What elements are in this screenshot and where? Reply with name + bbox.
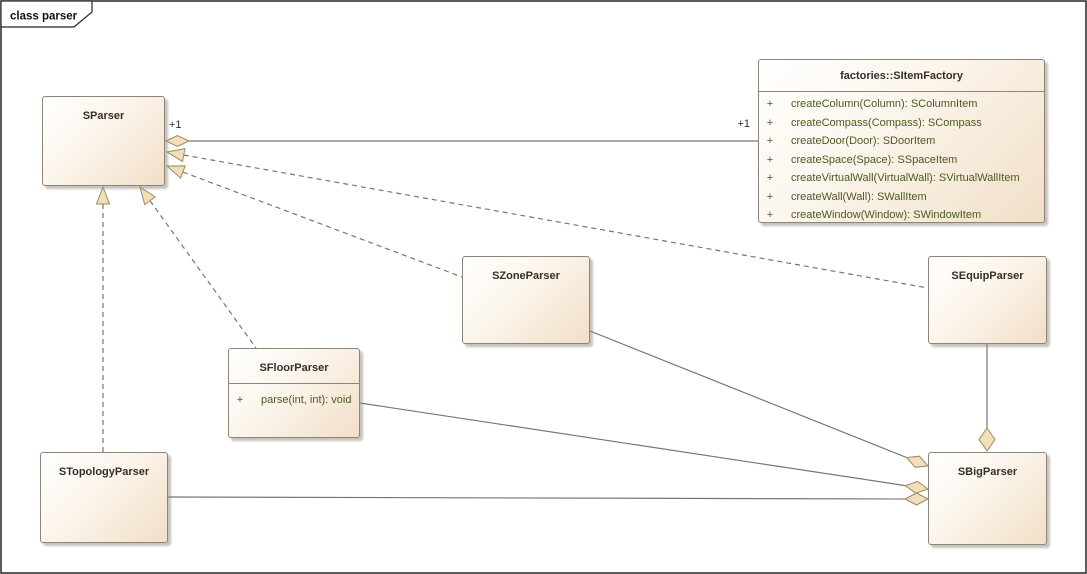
connector-aggregation-sequipparser-sbigparser[interactable] [978,344,996,452]
method-signature: createVirtualWall(VirtualWall): SVirtual… [791,172,1020,184]
class-sparser[interactable]: SParser [42,96,165,186]
compartment-separator [759,91,1044,92]
realization-arrowhead [95,185,111,205]
connector-realization-sequipparser-sparser[interactable] [165,147,929,289]
compartment-separator [229,383,359,384]
connector-aggregation-szoneparser-sbigparser[interactable] [589,330,930,468]
method-visibility: + [766,209,774,221]
aggregation-diamond [164,134,191,148]
method-row: + createSpace(Space): SSpaceItem [759,151,1044,170]
class-title: SEquipParser [951,270,1024,282]
connector-line [589,330,907,459]
class-title: STopologyParser [58,466,150,478]
aggregation-diamond [904,480,930,494]
class-sitemfactory[interactable]: factories::SItemFactory + createColumn(Co… [758,59,1045,223]
class-szoneparser[interactable]: SZoneParser [462,256,590,344]
connector-realization-szoneparser-sparser[interactable] [165,165,463,278]
diagram-frame-tab [0,0,93,28]
method-visibility: + [766,190,774,203]
method-visibility: + [766,153,774,166]
method-visibility: + [766,135,774,147]
aggregation-diamond [905,455,930,468]
method-visibility: + [766,172,774,184]
connector-line [359,402,906,487]
class-sbigparser[interactable]: SBigParser [928,452,1047,545]
method-signature: createSpace(Space): SSpaceItem [791,153,958,166]
realization-arrowhead [165,147,186,163]
realization-arrowhead [165,165,186,179]
class-sfloorparser[interactable]: SFloorParser + parse(int, int): void [228,348,360,438]
method-signature: createWall(Wall): SWallItem [791,190,927,203]
method-row: + createWall(Wall): SWallItem [759,188,1044,207]
connector-line [182,171,463,278]
class-title: SZoneParser [492,270,560,282]
class-title: SBigParser [957,466,1018,478]
method-visibility: + [766,98,774,110]
aggregation-diamond [978,427,996,452]
class-stopologyparser[interactable]: STopologyParser [40,452,168,543]
connector-aggregation-stopologyparser-sbigparser[interactable] [167,492,930,506]
source-multiplicity-label: +1 [169,119,182,131]
class-title: SFloorParser [259,362,329,374]
connector-aggregation-sparser-sitemfactory[interactable]: +1 +1 [164,118,758,148]
method-row: + createDoor(Door): SDoorItem [759,132,1044,151]
connector-aggregation-sfloorparser-sbigparser[interactable] [359,402,930,494]
method-signature: createDoor(Door): SDoorItem [791,135,936,147]
method-signature: parse(int, int): void [261,394,352,406]
target-multiplicity-label: +1 [737,118,750,130]
connector-line [167,496,906,500]
diagram-frame-label: class parser [10,11,78,23]
aggregation-diamond [903,492,930,506]
method-row: + parse(int, int): void [229,387,359,413]
method-row: + createVirtualWall(VirtualWall): SVirtua… [759,169,1044,188]
connector-realization-sfloorparser-sparser[interactable] [139,185,257,349]
connector-line [149,200,257,349]
class-title: SParser [82,110,125,122]
method-row: + createCompass(Compass): SCompass [759,114,1044,133]
method-visibility: + [236,394,244,406]
method-visibility: + [766,116,774,129]
realization-arrowhead [139,185,157,206]
class-sequipparser[interactable]: SEquipParser [928,256,1047,344]
method-row: + createColumn(Column): SColumnItem [759,95,1044,114]
methods-compartment: + createColumn(Column): SColumnItem + crea… [759,92,1044,225]
methods-compartment: + parse(int, int): void [229,384,359,413]
connector-realization-stopologyparser-sparser[interactable] [95,185,111,452]
method-signature: createWindow(Window): SWindowItem [791,209,982,221]
method-signature: createCompass(Compass): SCompass [791,116,982,129]
connector-line [183,154,929,289]
method-signature: createColumn(Column): SColumnItem [791,98,978,110]
method-row: + createWindow(Window): SWindowItem [759,206,1044,225]
class-title: factories::SItemFactory [840,70,963,82]
